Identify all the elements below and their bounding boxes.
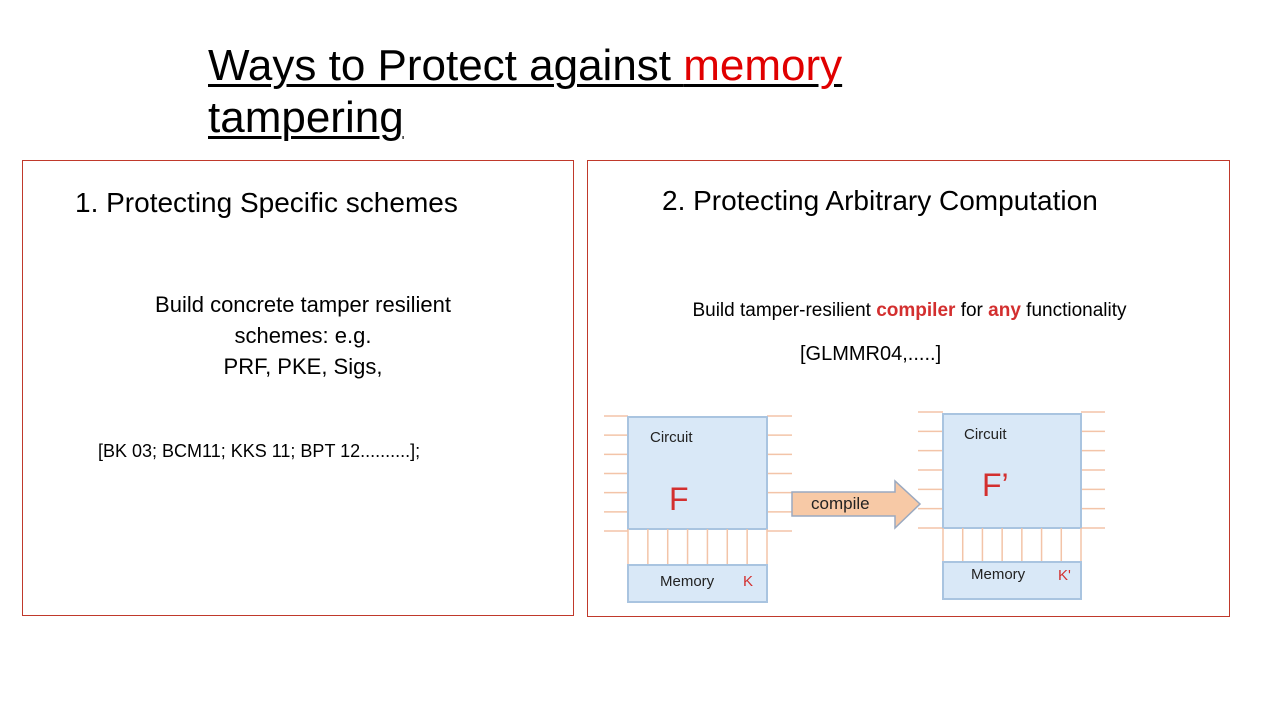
title-part2: tampering xyxy=(208,93,404,142)
right-refs: [GLMMR04,.....] xyxy=(800,343,942,365)
right-body-pre: Build tamper-resilient xyxy=(692,300,877,321)
compile-label: compile xyxy=(811,494,870,513)
left-body: Build concrete tamper resilient schemes:… xyxy=(93,289,513,382)
left-body-line2: schemes: e.g. xyxy=(234,323,372,348)
left-body-line1: Build concrete tamper resilient xyxy=(155,292,451,317)
left-function-label: F xyxy=(669,481,689,517)
left-body-line3: PRF, PKE, Sigs, xyxy=(223,354,383,379)
panel-arbitrary-computation: 2. Protecting Arbitrary Computation Buil… xyxy=(587,160,1230,617)
left-key-label: K xyxy=(743,573,753,590)
right-body-post: functionality xyxy=(1020,300,1127,321)
right-heading: 2. Protecting Arbitrary Computation xyxy=(662,185,1098,216)
left-refs: [BK 03; BCM11; KKS 11; BPT 12..........]… xyxy=(98,441,421,461)
slide-title: Ways to Protect against memory tampering xyxy=(208,40,1028,144)
left-heading: 1. Protecting Specific schemes xyxy=(75,187,458,218)
right-key-label: K' xyxy=(1058,567,1071,584)
right-circuit-box xyxy=(942,413,1082,529)
left-memory-bus xyxy=(627,529,768,565)
right-circuit-pins xyxy=(918,411,1105,529)
title-part1: Ways to Protect against xyxy=(208,41,684,90)
right-body-any: any xyxy=(988,300,1021,321)
right-body-mid: for xyxy=(955,300,989,321)
compile-arrow xyxy=(791,479,922,530)
right-memory-label: Memory xyxy=(971,566,1026,583)
right-memory-bus xyxy=(942,528,1082,562)
right-function-label: F’ xyxy=(982,467,1009,503)
panel-specific-schemes: 1. Protecting Specific schemes Build con… xyxy=(22,160,574,616)
left-memory-box xyxy=(627,564,768,603)
title-highlight: memory xyxy=(683,41,843,90)
right-body-compiler: compiler xyxy=(876,300,956,321)
left-circuit-label: Circuit xyxy=(650,429,693,446)
left-circuit-pins xyxy=(604,415,792,532)
left-circuit-box xyxy=(627,416,768,530)
right-body: Build tamper-resilient compiler for any … xyxy=(588,295,1231,326)
right-memory-box xyxy=(942,561,1082,600)
right-circuit-label: Circuit xyxy=(964,426,1007,443)
left-memory-label: Memory xyxy=(660,573,715,590)
